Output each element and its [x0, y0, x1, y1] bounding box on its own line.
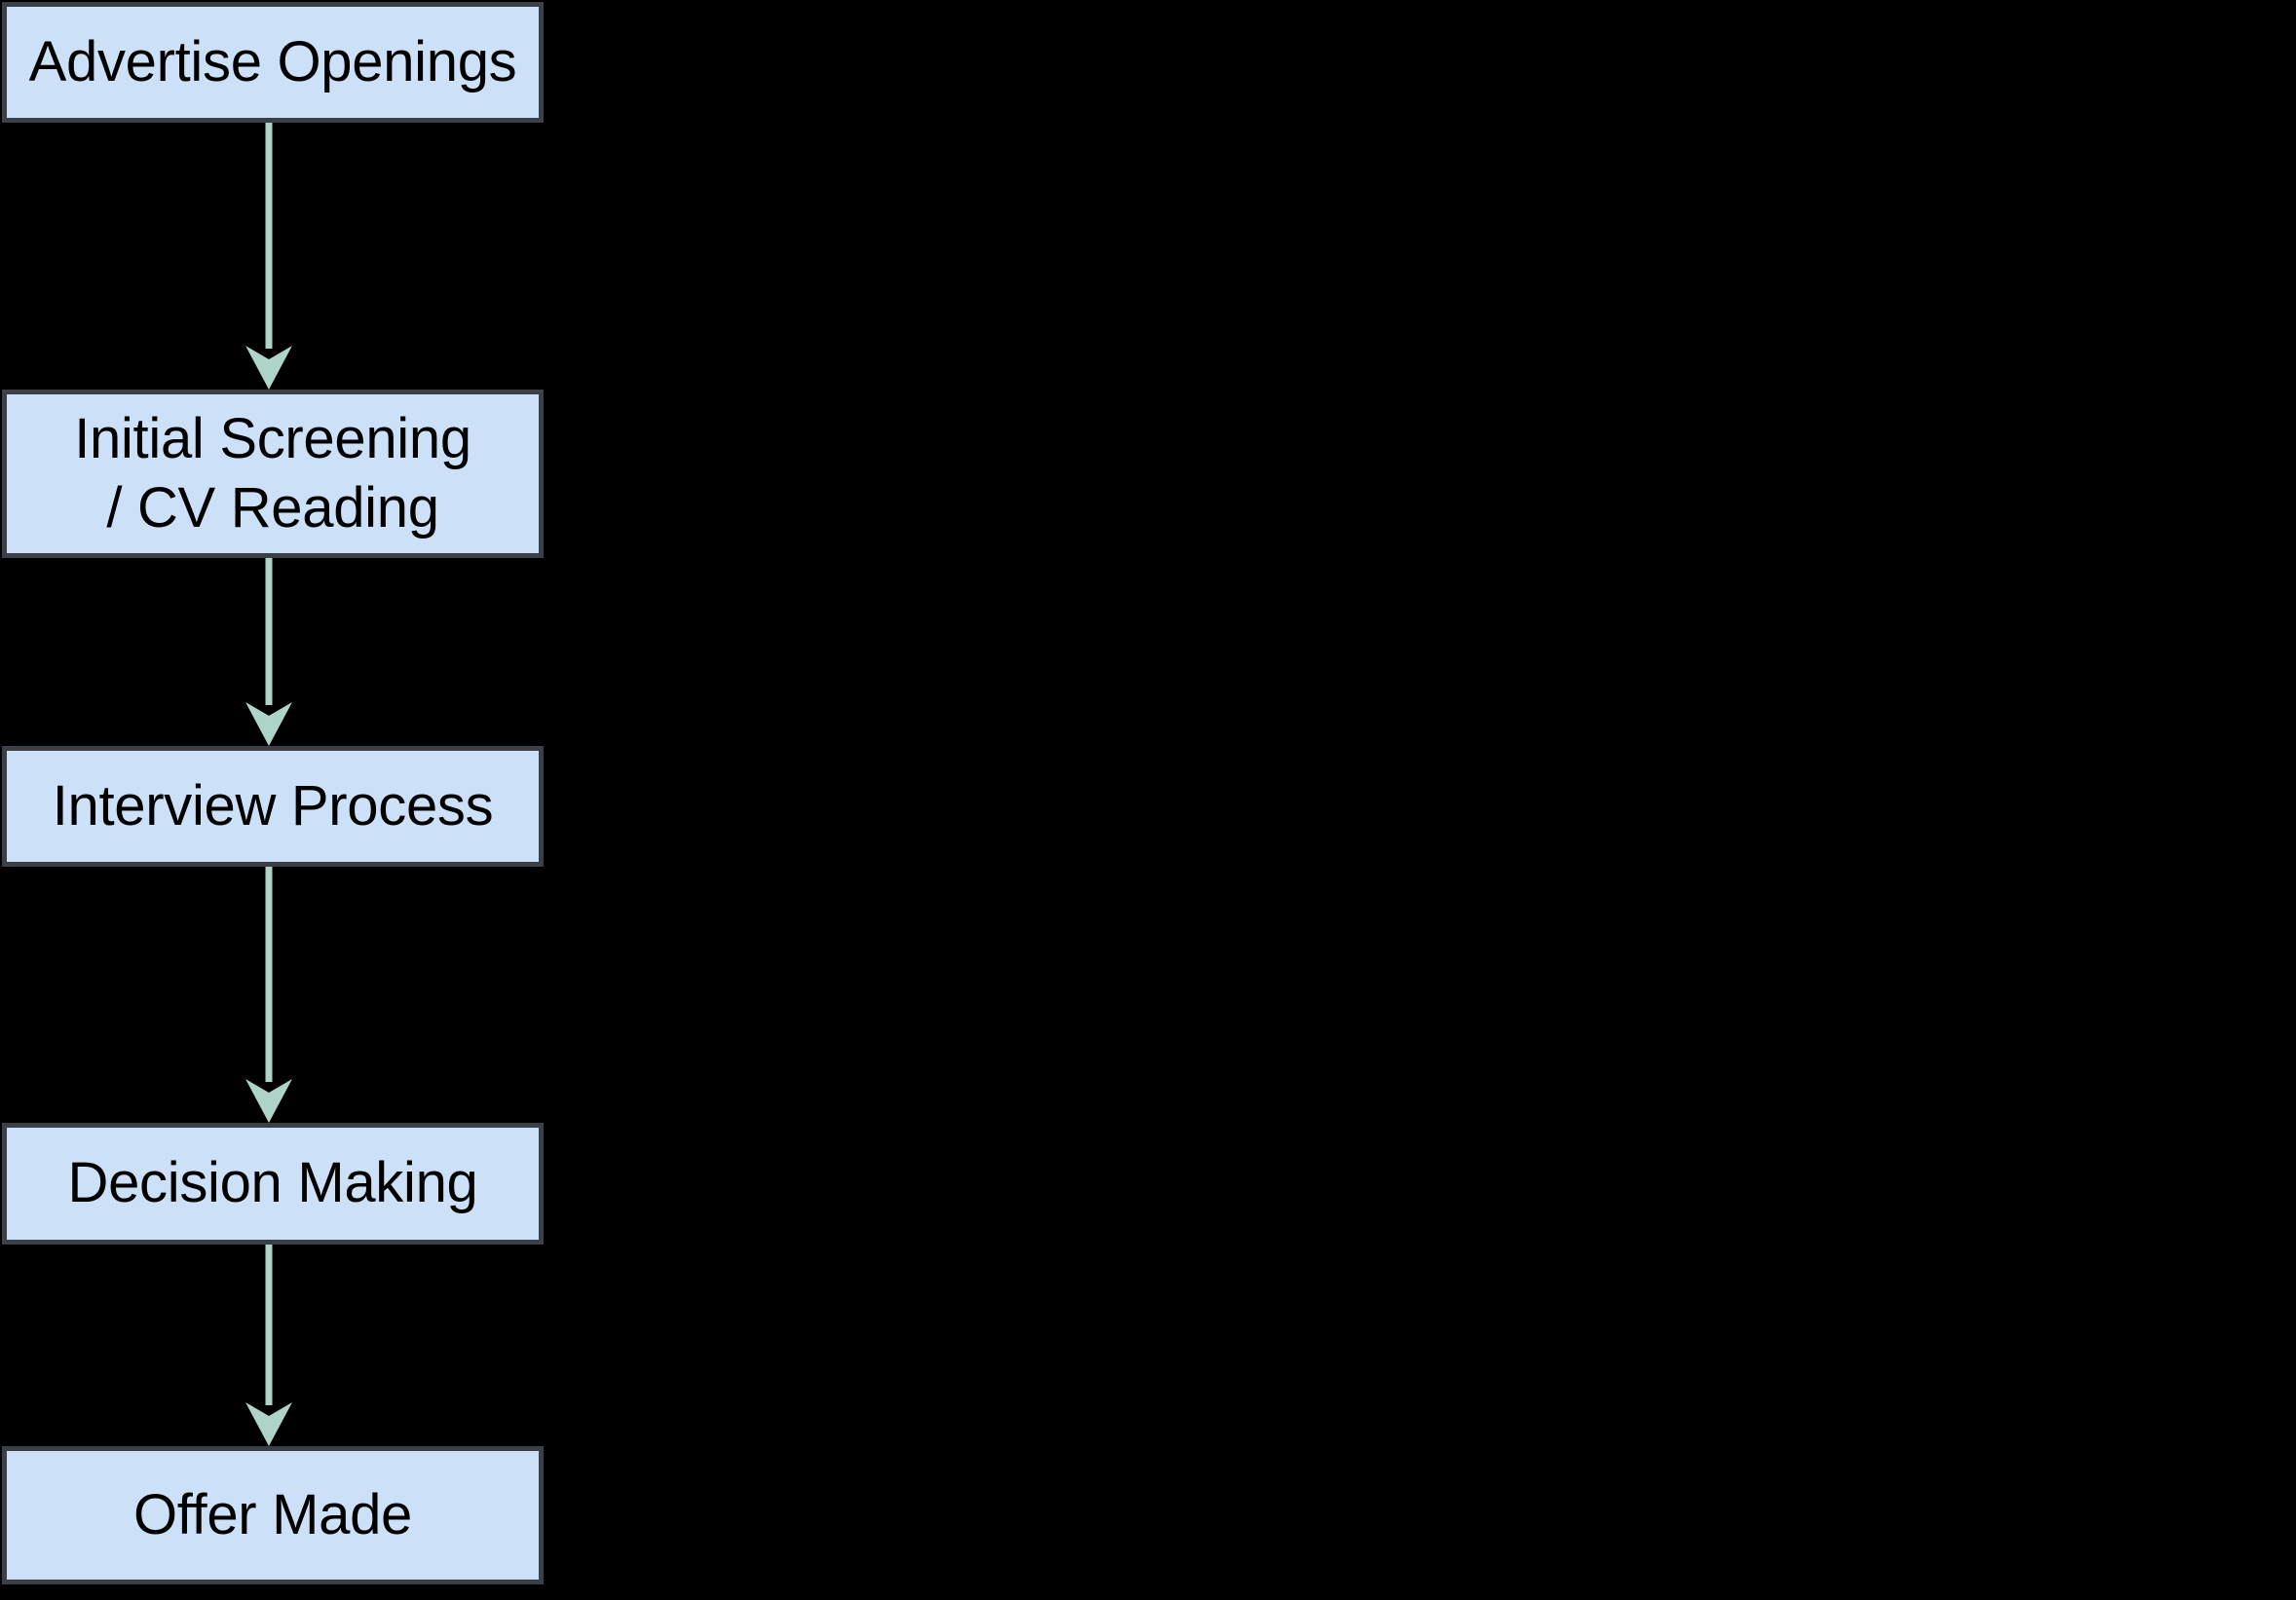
edge-interview-to-decision — [220, 867, 318, 1123]
node-decision-making[interactable]: Decision Making — [2, 1123, 544, 1245]
node-offer-made[interactable]: Offer Made — [2, 1446, 544, 1584]
node-interview-process[interactable]: Interview Process — [2, 746, 544, 867]
node-label: Offer Made — [132, 1482, 413, 1546]
node-label: Interview Process — [52, 773, 494, 837]
node-label: Advertise Openings — [28, 29, 517, 93]
node-label: Decision Making — [67, 1151, 478, 1215]
node-label: Initial Screening / CV Reading — [74, 406, 471, 540]
arrow-connector-icon — [245, 1245, 292, 1446]
node-advertise-openings[interactable]: Advertise Openings — [2, 2, 544, 123]
edge-decision-to-offer — [220, 1245, 318, 1446]
edge-screening-to-interview — [220, 558, 318, 746]
arrow-connector-icon — [245, 123, 292, 390]
edge-advertise-to-screening — [220, 123, 318, 390]
arrow-connector-icon — [245, 867, 292, 1123]
arrow-connector-icon — [245, 558, 292, 746]
node-initial-screening[interactable]: Initial Screening / CV Reading — [2, 390, 544, 558]
